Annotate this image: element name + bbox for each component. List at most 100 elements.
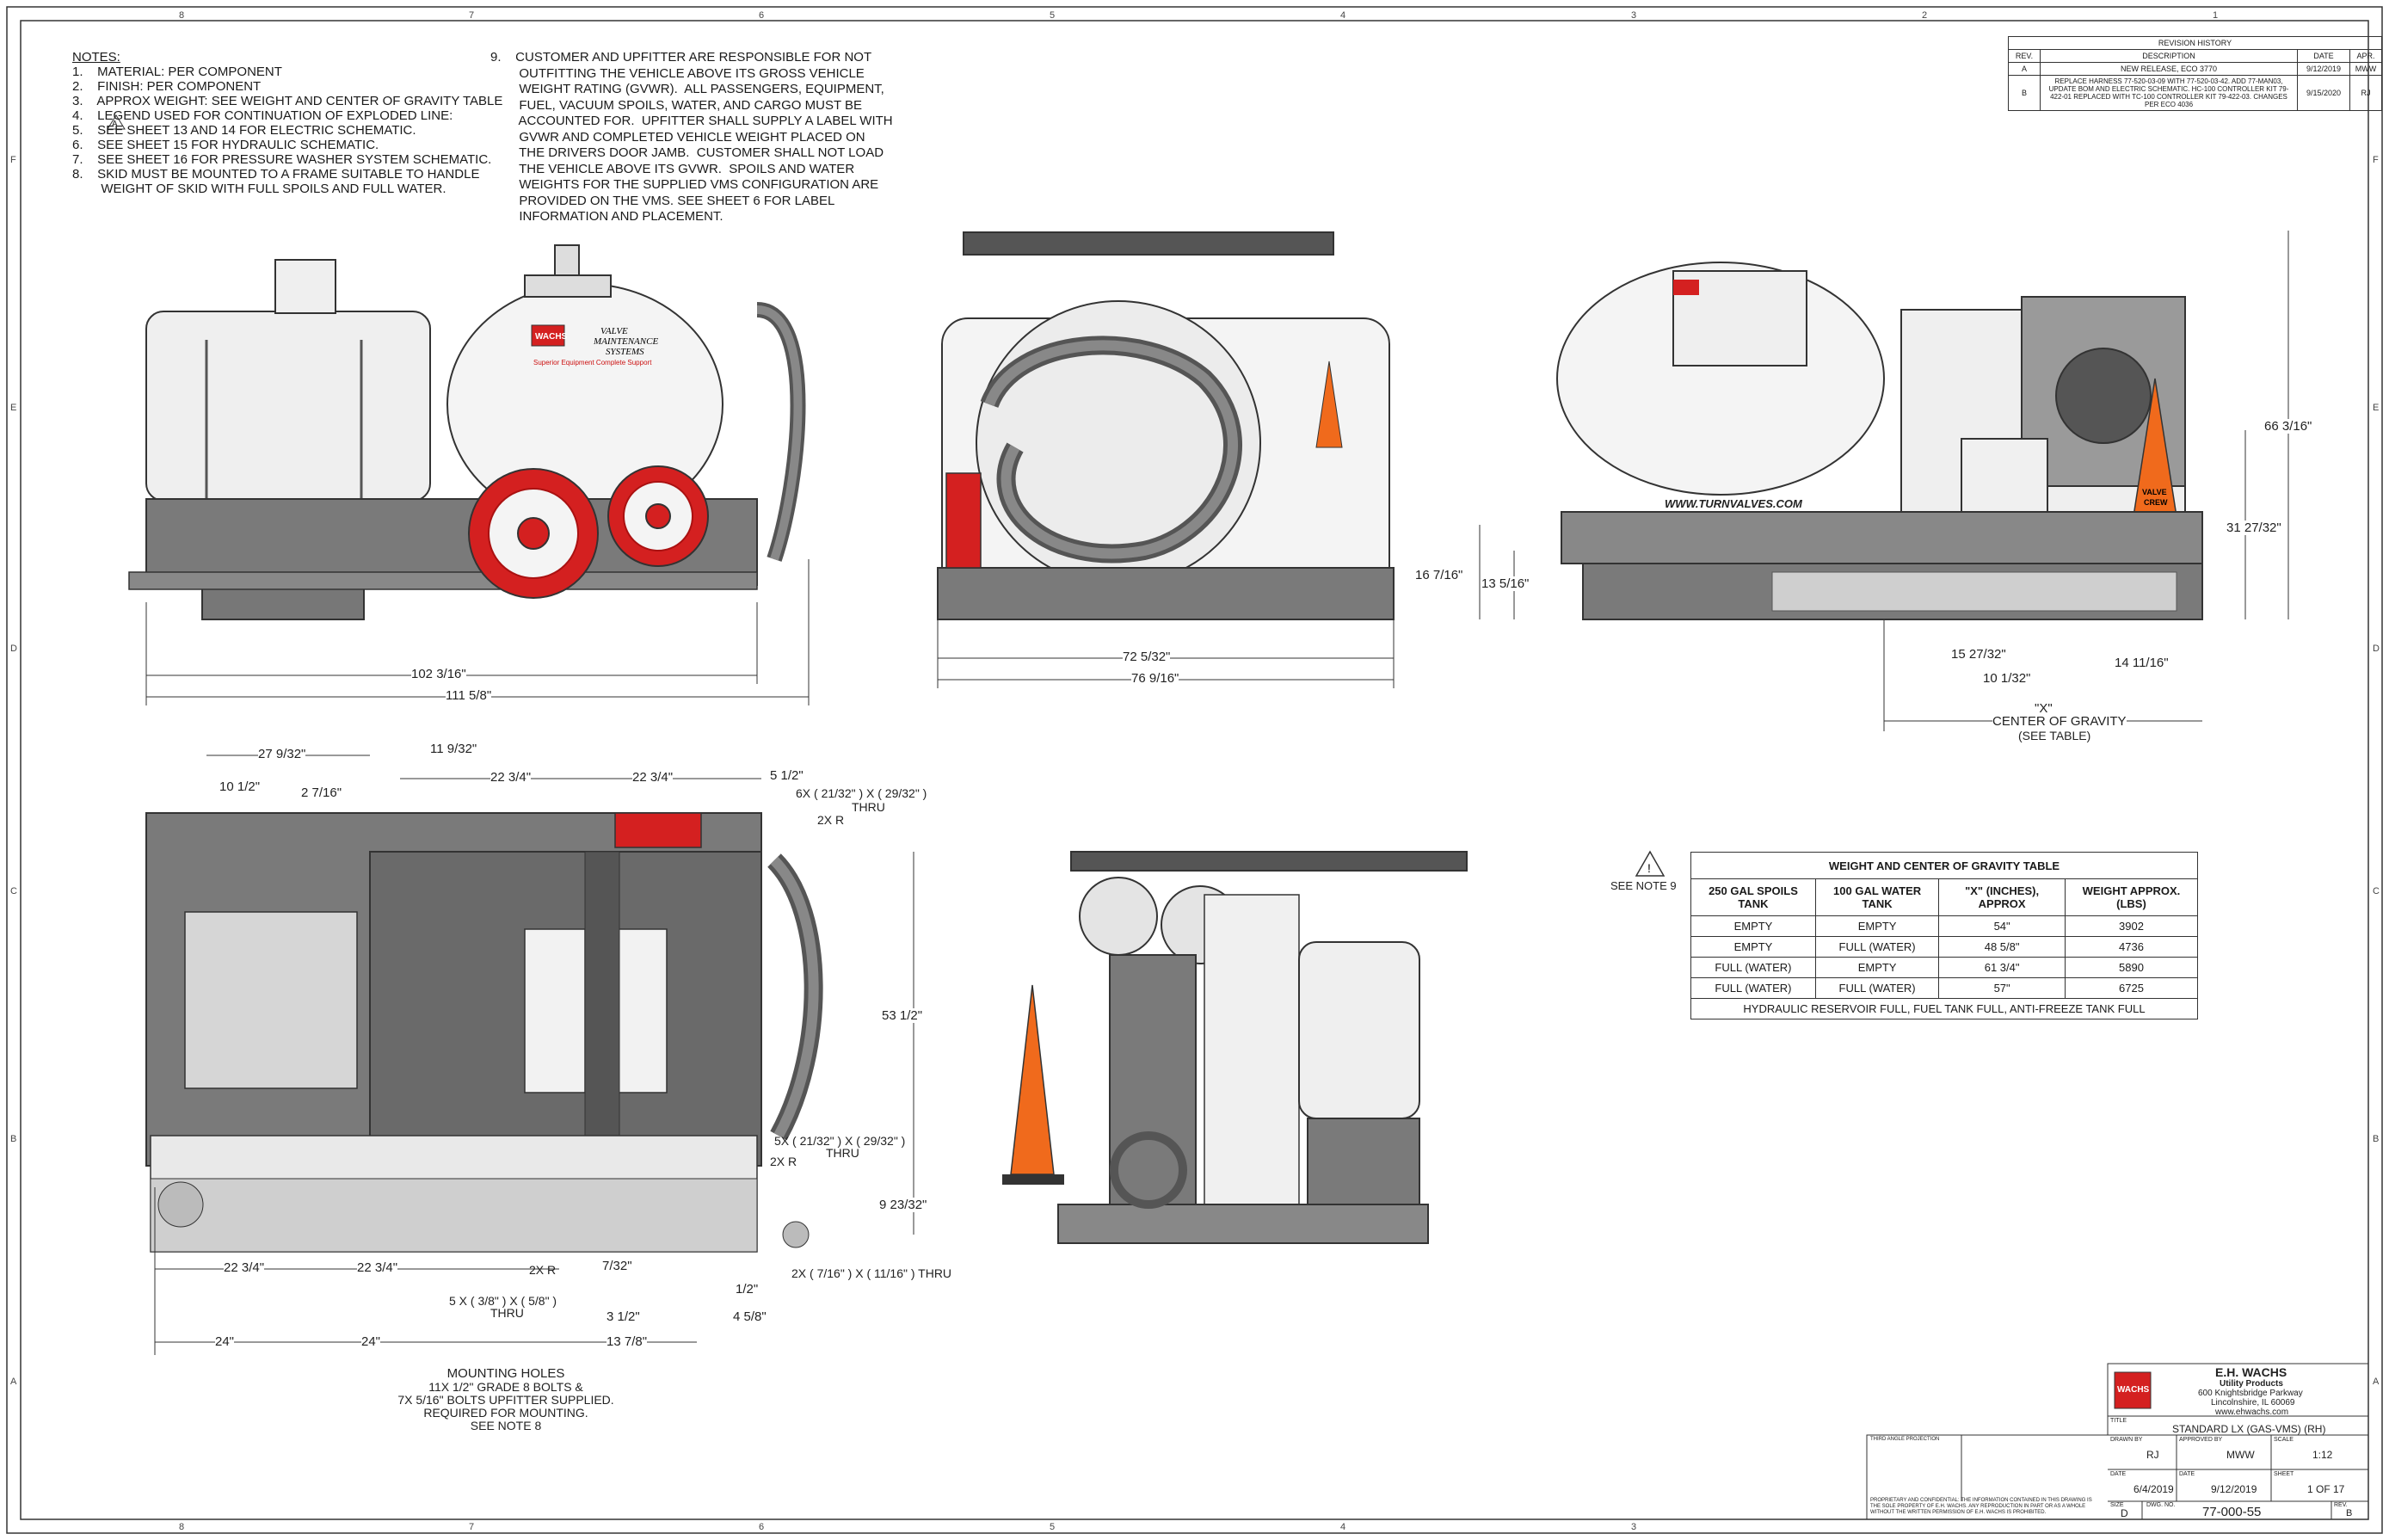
side-left-brand-1: VALVE — [600, 326, 628, 336]
revision-cell: 9/15/2020 — [2297, 75, 2350, 111]
front-view — [1002, 851, 1468, 1244]
note-5: 5. SEE SHEET 13 AND 14 FOR ELECTRIC SCHE… — [72, 123, 416, 138]
notes-heading: NOTES: — [72, 50, 120, 65]
company-sub: Utility Products — [2220, 1379, 2283, 1389]
drawn-by-value: RJ — [2146, 1449, 2159, 1461]
rev-label: REV. — [2334, 1502, 2348, 1508]
callout: THRU — [852, 800, 885, 814]
dwg-no-label: DWG. NO. — [2146, 1502, 2176, 1508]
dim-label: 66 3/16" — [2264, 419, 2312, 434]
zone-row: A — [2373, 1377, 2380, 1387]
cog-header: 250 GAL SPOILS TANK — [1690, 878, 1816, 916]
mounting-holes-line: REQUIRED FOR MOUNTING. — [423, 1406, 588, 1420]
zone-row: C — [2373, 886, 2380, 896]
mounting-holes-title: MOUNTING HOLES — [446, 1366, 565, 1381]
cog-label: CENTER OF GRAVITY — [1992, 714, 2127, 729]
dwg-no-value: 77-000-55 — [2202, 1505, 2262, 1519]
dim-label: 22 3/4" — [490, 770, 532, 785]
projection-label: THIRD ANGLE PROJECTION — [1870, 1437, 1940, 1442]
callout: 6X ( 21/32" ) X ( 29/32" ) — [796, 786, 927, 800]
note9-line: GVWR AND COMPLETED VEHICLE WEIGHT PLACED… — [490, 129, 865, 145]
note9-line: 9. CUSTOMER AND UPFITTER ARE RESPONSIBLE… — [490, 50, 872, 65]
rear-view — [937, 231, 1395, 688]
side-view-right: VALVE CREW WWW.TURNVALVES.COM — [1479, 231, 2289, 731]
cog-cell: FULL (WATER) — [1814, 936, 1940, 958]
revision-history-table: REVISION HISTORY REV. DESCRIPTION DATE A… — [2008, 36, 2382, 111]
note-6: 6. SEE SHEET 15 FOR HYDRAULIC SCHEMATIC. — [72, 138, 379, 152]
date-drawn: 6/4/2019 — [2133, 1483, 2174, 1495]
dim-label: 3 1/2" — [606, 1309, 640, 1324]
top-view — [145, 755, 914, 1355]
note9-line: INFORMATION AND PLACEMENT. — [490, 209, 723, 224]
note9-line: FUEL, VACUUM SPOILS, WATER, AND CARGO MU… — [490, 97, 863, 113]
cog-sub-label: (SEE TABLE) — [2018, 729, 2091, 742]
mounting-holes-line: SEE NOTE 8 — [470, 1419, 542, 1432]
weight-cog-table: WEIGHT AND CENTER OF GRAVITY TABLE 250 G… — [1690, 852, 2199, 1019]
rev-value: B — [2346, 1508, 2353, 1518]
dim-label: 102 3/16" — [411, 667, 466, 681]
dim-label: 22 3/4" — [224, 1260, 265, 1275]
zone-col: 7 — [469, 1522, 475, 1532]
zone-col: 5 — [1050, 1522, 1056, 1532]
cog-cell: 6725 — [2064, 977, 2199, 999]
callout: 2X R — [529, 1263, 557, 1277]
cog-cell: FULL (WATER) — [1814, 977, 1940, 999]
dim-label: 22 3/4" — [632, 770, 674, 785]
zone-row: A — [10, 1377, 17, 1387]
dim-label: 72 5/32" — [1123, 650, 1171, 664]
sheet-value: 1 OF 17 — [2307, 1483, 2345, 1495]
note9-line: PROVIDED ON THE VMS. SEE SHEET 6 FOR LAB… — [490, 193, 835, 208]
cog-cell: EMPTY — [1814, 915, 1940, 937]
cog-cell: FULL (WATER) — [1690, 977, 1816, 999]
revision-header: REV. — [2008, 49, 2041, 63]
dim-label: 9 23/32" — [879, 1198, 927, 1212]
approved-by-label: APPROVED BY — [2179, 1437, 2223, 1443]
zone-col: 8 — [179, 1522, 185, 1532]
cog-cell: 4736 — [2064, 936, 2199, 958]
cog-cell: EMPTY — [1690, 915, 1816, 937]
wachs-logo: WACHS — [2117, 1385, 2150, 1395]
company-website: www.ehwachs.com — [2215, 1408, 2289, 1417]
zone-row: B — [2373, 1134, 2380, 1144]
zone-col: 4 — [1340, 1522, 1346, 1532]
date-label-1: DATE — [2110, 1471, 2127, 1477]
side-view-left: WACHS VALVE MAINTENANCE SYSTEMS Superior… — [128, 244, 810, 705]
note-8-cont: WEIGHT OF SKID WITH FULL SPOILS AND FULL… — [72, 182, 446, 196]
cog-row: EMPTY EMPTY 54" 3902 — [1690, 915, 2199, 937]
see-note-label: SEE NOTE 9 — [1610, 879, 1677, 892]
dim-label: 24" — [215, 1334, 235, 1349]
note-4: 4. LEGEND USED FOR CONTINUATION OF EXPLO… — [72, 108, 453, 123]
dim-label: 13 7/8" — [606, 1334, 648, 1349]
revision-cell: NEW RELEASE, ECO 3770 — [2040, 62, 2298, 76]
dim-label: 111 5/8" — [446, 688, 492, 703]
dim-label: 31 27/32" — [2226, 521, 2281, 535]
revision-cell: REPLACE HARNESS 77-520-03-09 WITH 77-520… — [2040, 75, 2298, 111]
revision-cell: RJ — [2349, 75, 2382, 111]
callout: THRU — [826, 1146, 859, 1160]
legend-triangle-icon — [107, 114, 126, 130]
warning-triangle-icon — [1635, 850, 1666, 877]
zone-col: 6 — [759, 1522, 765, 1532]
scale-label: SCALE — [2274, 1437, 2294, 1443]
callout: 5 X ( 3/8" ) X ( 5/8" ) — [449, 1294, 557, 1308]
dim-label: 22 3/4" — [357, 1260, 398, 1275]
side-left-logo: WACHS — [535, 332, 568, 342]
turnvalves-url: WWW.TURNVALVES.COM — [1665, 497, 1803, 510]
callout: 2X R — [770, 1155, 797, 1168]
revision-cell: B — [2008, 75, 2041, 111]
cone-text-2: CREW — [2144, 498, 2168, 507]
dim-label: 2 7/16" — [301, 785, 342, 800]
note9-line: WEIGHTS FOR THE SUPPLIED VMS CONFIGURATI… — [490, 177, 879, 192]
cog-header: WEIGHT APPROX. (LBS) — [2064, 878, 2199, 916]
side-left-brand-2: MAINTENANCE — [593, 336, 658, 347]
revision-cell: MWW — [2349, 62, 2382, 76]
dim-label: 16 7/16" — [1415, 568, 1463, 582]
proprietary-notice: PROPRIETARY AND CONFIDENTIAL: THE INFORM… — [1870, 1498, 2092, 1515]
drawing-title: STANDARD LX (GAS-VMS) (RH) — [2172, 1423, 2326, 1435]
cog-header: "X" (INCHES), APPROX — [1938, 878, 2066, 916]
revision-cell: A — [2008, 62, 2041, 76]
cog-cell: FULL (WATER) — [1690, 957, 1816, 978]
cone-text-1: VALVE — [2142, 488, 2167, 496]
cog-row: EMPTY FULL (WATER) 48 5/8" 4736 — [1690, 936, 2199, 958]
note-1: 1. MATERIAL: PER COMPONENT — [72, 65, 282, 79]
